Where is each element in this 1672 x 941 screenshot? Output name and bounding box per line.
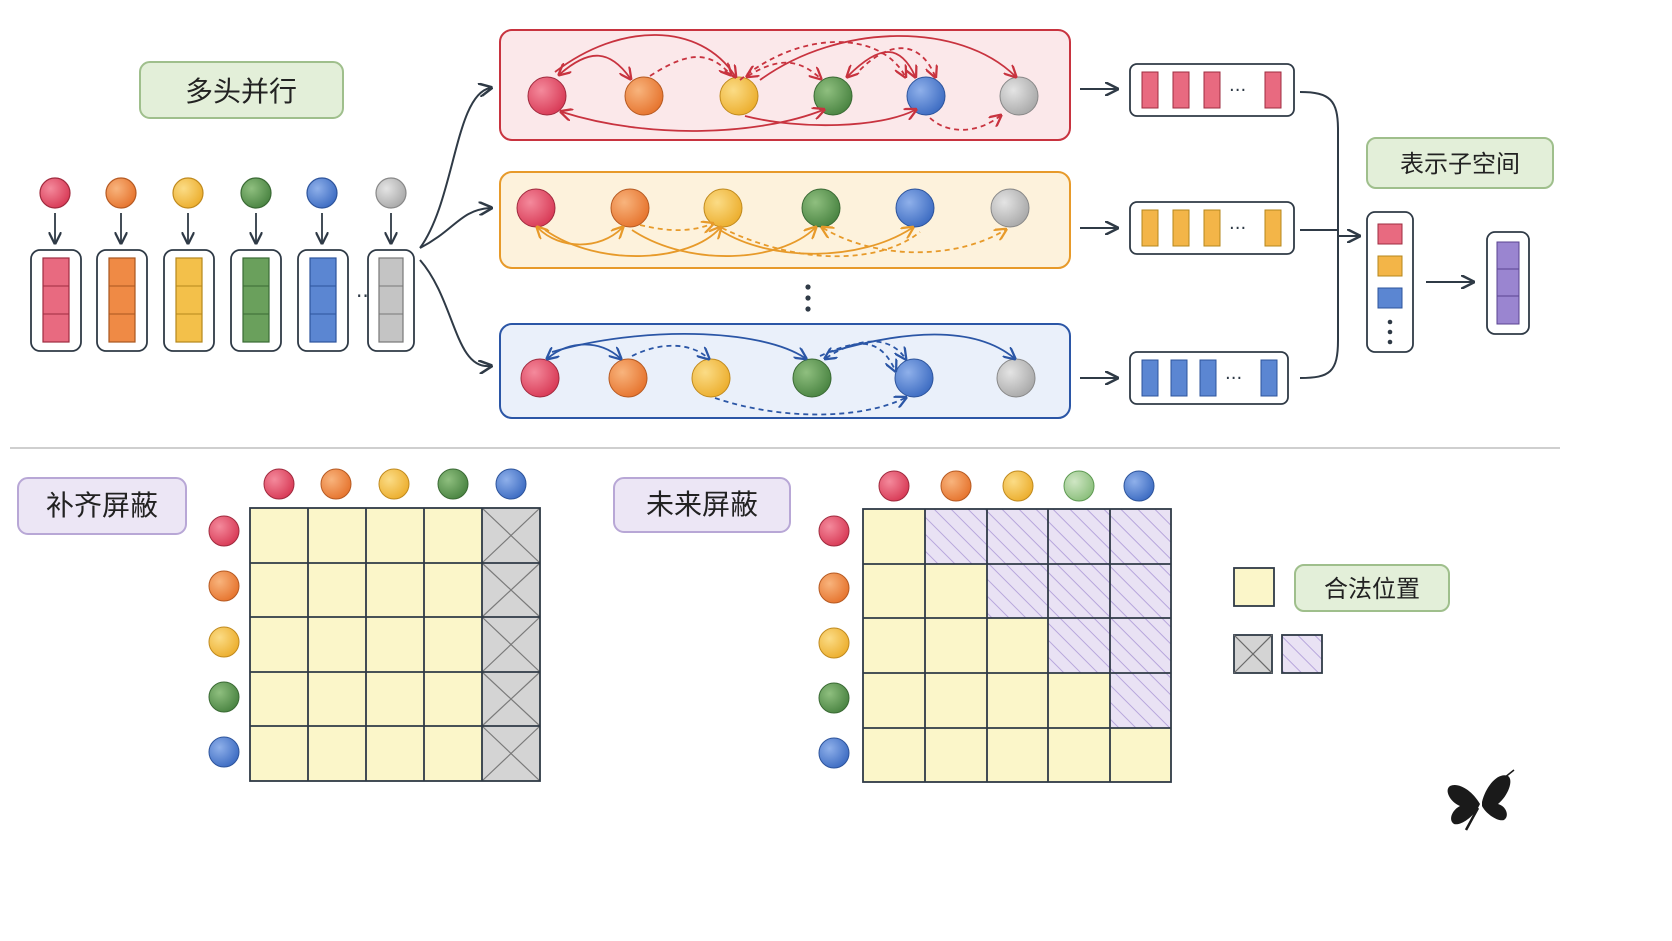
output-projection-vector (1486, 231, 1530, 335)
butterfly-logo-icon (1447, 769, 1515, 831)
heads-vertical-ellipsis (805, 284, 811, 312)
embedding-vector-gray (367, 249, 415, 352)
concatenated-vector (1366, 211, 1414, 353)
token-circle-green (240, 177, 272, 209)
padding-mask-label: 补齐屏蔽 (46, 489, 158, 522)
future-mask-grid (862, 508, 1172, 783)
head-output-red: ··· (1129, 63, 1295, 117)
input-tokens: ··· (30, 177, 415, 352)
embedding-vector-blue (297, 249, 349, 352)
head-output-orange: ··· (1129, 201, 1295, 255)
parallel-heads-label: 多头并行 (185, 75, 297, 108)
token-circle-yellow (172, 177, 204, 209)
legend-masked-swatch (1233, 634, 1273, 674)
legal-position-label: 合法位置 (1324, 575, 1420, 603)
subspace-label: 表示子空间 (1400, 150, 1520, 178)
subspace-tag: 表示子空间 (1366, 137, 1554, 189)
head-output-blue-ellipsis: ··· (1225, 368, 1242, 389)
embedding-vector-orange (96, 249, 148, 352)
head-output-blue: ··· (1129, 351, 1289, 405)
future-mask-label: 未来屏蔽 (646, 488, 758, 521)
future-mask-column-tokens (878, 470, 1155, 502)
token-circle-orange (105, 177, 137, 209)
legend: 合法位置 (1233, 564, 1450, 674)
future-mask-tag: 未来屏蔽 (613, 477, 791, 533)
embedding-vector-red (30, 249, 82, 352)
legal-position-tag: 合法位置 (1294, 564, 1450, 612)
parallel-heads-tag: 多头并行 (139, 61, 344, 119)
head-output-arrows (1080, 89, 1116, 378)
legend-legal-swatch (1233, 567, 1275, 607)
attention-head-red (499, 29, 1071, 141)
attention-head-orange (499, 171, 1071, 269)
head-output-orange-ellipsis: ··· (1229, 218, 1246, 239)
padding-mask-column-tokens (263, 468, 527, 500)
padding-mask-grid (249, 507, 541, 782)
token-circle-blue (306, 177, 338, 209)
concat-bracket (1299, 91, 1358, 379)
branch-arrows (419, 88, 490, 366)
legend-future-swatch (1281, 634, 1323, 674)
embedding-vector-yellow (163, 249, 215, 352)
token-circle-red (39, 177, 71, 209)
attention-head-blue (499, 323, 1071, 419)
embedding-vector-green (230, 249, 282, 352)
padding-mask-tag: 补齐屏蔽 (17, 477, 187, 535)
head-output-red-ellipsis: ··· (1229, 80, 1246, 101)
future-mask-row-tokens (818, 515, 850, 769)
token-circle-gray (375, 177, 407, 209)
padding-mask-row-tokens (208, 515, 240, 768)
